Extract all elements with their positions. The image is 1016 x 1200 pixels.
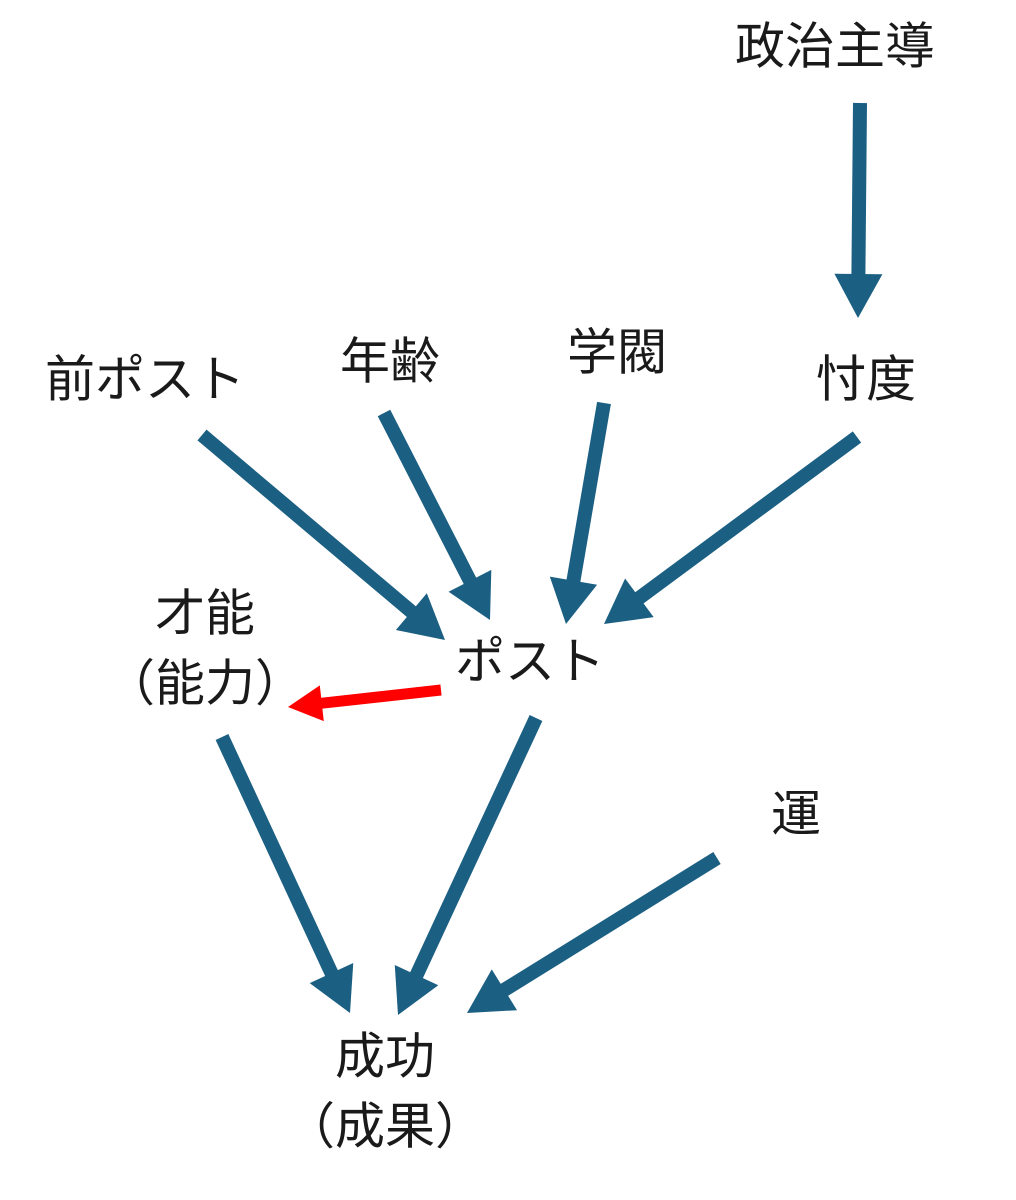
arrow-shaft	[566, 401, 611, 584]
node-post: ポスト	[455, 633, 605, 691]
node-sontaku: 忖度	[816, 351, 916, 409]
arrow-head	[395, 593, 445, 640]
arrow-head	[309, 962, 354, 1013]
arrow-head	[394, 964, 439, 1015]
arrow-shaft	[499, 852, 721, 997]
node-label-line: 政治主導	[735, 18, 935, 76]
node-label-line: 忖度	[816, 351, 916, 409]
arrow-sainou-to-seikou	[215, 734, 354, 1013]
arrow-sontaku-to-post	[604, 431, 862, 624]
node-label-line: （能力）	[105, 655, 305, 713]
node-un: 運	[771, 786, 821, 844]
node-label-line: 運	[771, 786, 821, 844]
arrow-shaft	[215, 734, 339, 978]
arrow-head	[549, 576, 598, 624]
node-label-line: 学閥	[567, 324, 667, 382]
node-label-line: ポスト	[455, 633, 605, 691]
node-seikou: 成功 （成果）	[285, 1028, 485, 1156]
node-label-line: 才能	[155, 585, 255, 643]
node-nenrei: 年齢	[340, 333, 440, 391]
node-label-line: 年齢	[340, 333, 440, 391]
arrow-head	[288, 685, 324, 722]
arrow-head	[448, 569, 492, 620]
arrow-head	[834, 273, 883, 318]
arrow-nenrei-to-post	[377, 409, 492, 620]
node-label-line: 前ポスト	[45, 351, 245, 409]
arrow-shaft	[377, 409, 478, 586]
arrow-head	[604, 578, 654, 624]
arrow-post-to-sainou	[288, 684, 442, 722]
arrow-shaft	[409, 715, 543, 980]
arrow-gakubatsu-to-post	[549, 401, 611, 624]
arrow-shaft	[851, 102, 867, 277]
arrow-seiji_shudo-to-sontaku	[834, 102, 883, 318]
node-sainou: 才能 （能力）	[105, 585, 305, 713]
arrow-shaft	[633, 431, 862, 605]
arrow-post-to-seikou	[394, 715, 543, 1015]
arrow-mae_post-to-post	[197, 429, 445, 640]
node-label-line: （成果）	[285, 1098, 485, 1156]
arrow-shaft	[319, 684, 442, 709]
node-label-line: 成功	[335, 1028, 435, 1086]
node-mae-post: 前ポスト	[45, 351, 245, 409]
node-gakubatsu: 学閥	[567, 324, 667, 382]
arrow-un-to-seikou	[467, 852, 721, 1013]
node-seiji-shudo: 政治主導	[735, 18, 935, 76]
arrow-shaft	[197, 429, 418, 619]
edges-layer	[197, 102, 883, 1015]
arrow-head	[467, 969, 518, 1013]
